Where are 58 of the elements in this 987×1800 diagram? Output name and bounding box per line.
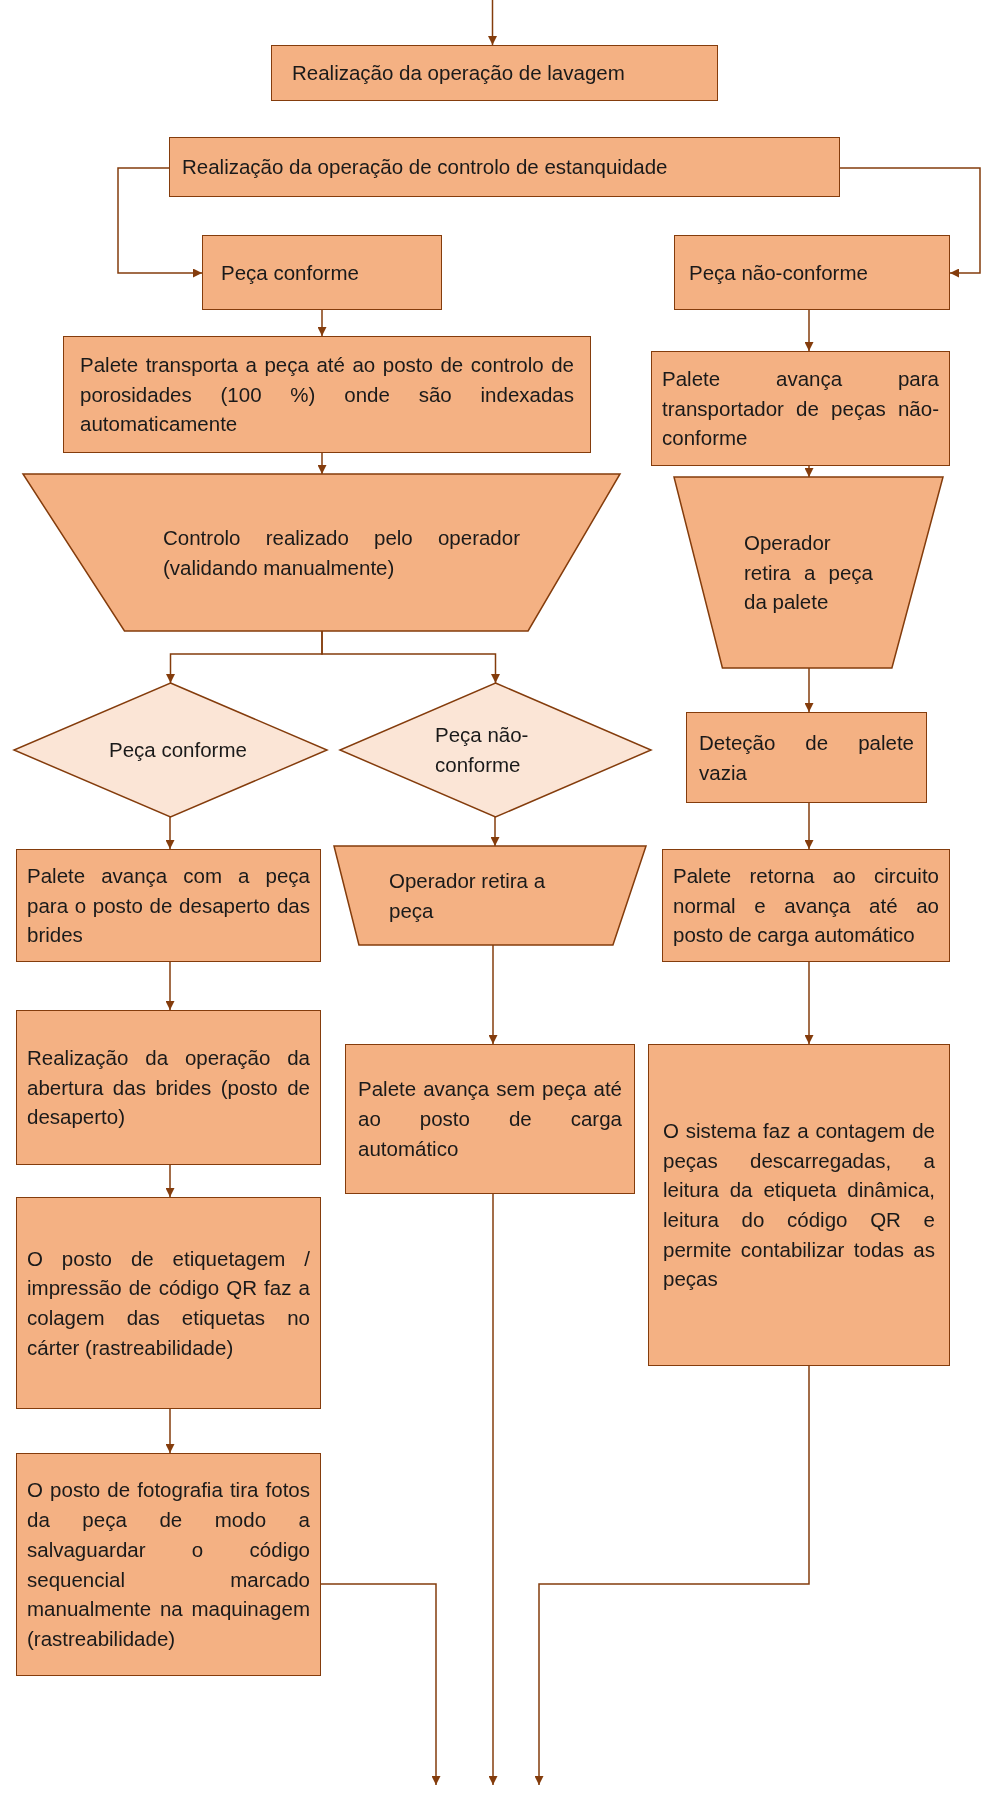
step-text: Operador retira a peça da palete — [744, 529, 873, 616]
step-text: Palete retorna ao circuito normal e avança até ao posto de carga automático — [673, 862, 939, 949]
step-text: Peça não-conforme — [435, 722, 530, 778]
process-box — [16, 849, 321, 962]
arrow — [165, 816, 175, 850]
process-box — [16, 1453, 321, 1676]
arrow — [117, 167, 203, 278]
arrow — [317, 452, 327, 475]
process-box — [63, 336, 591, 453]
step-text: Controlo realizado pelo operador (validando manualmente) — [163, 524, 520, 581]
step-text: Realização da operação de controlo de estanquidade — [182, 154, 669, 181]
arrow — [165, 961, 175, 1011]
decision-diamond — [14, 683, 327, 817]
arrow — [534, 1365, 810, 1786]
step-text: Palete transporta a peça até ao posto de controlo de porosidades (100 %) onde são indexadas automaticamente — [80, 351, 574, 438]
process-box — [674, 235, 950, 310]
arrow — [488, 1193, 498, 1786]
manual-operation-shape — [334, 846, 646, 945]
step-text: O posto de fotografia tira fotos da peça de modo a salvaguardar o código sequencial marcado manualmente na maquinagem (rastreabilidade) — [27, 1477, 310, 1652]
step-text: Realização da operação de lavagem — [292, 60, 626, 87]
process-box — [648, 1044, 950, 1366]
decision-diamond — [340, 683, 651, 817]
arrow — [321, 630, 500, 684]
step-text: Peça conforme — [109, 737, 248, 764]
step-text: Operador retira a peça — [389, 867, 547, 924]
arrow — [320, 1583, 441, 1786]
process-box — [271, 45, 718, 101]
arrow — [488, 0, 497, 46]
arrow — [165, 1164, 175, 1198]
step-text: Peça não-conforme — [689, 259, 869, 286]
arrow — [488, 944, 498, 1045]
arrow — [804, 309, 814, 352]
arrow — [804, 465, 814, 478]
process-box — [16, 1010, 321, 1165]
arrow — [804, 961, 814, 1045]
process-box — [169, 137, 840, 197]
step-text: Realização da operação da abertura das brides (posto de desaperto) — [27, 1044, 310, 1131]
step-text: Peça conforme — [221, 259, 360, 286]
arrow — [839, 167, 981, 278]
step-text: Palete avança com a peça para o posto de desaperto das brides — [27, 862, 310, 949]
arrow — [165, 1408, 175, 1454]
process-box — [686, 712, 927, 803]
arrow — [804, 667, 814, 713]
process-box — [651, 351, 950, 466]
process-box — [202, 235, 442, 310]
step-text: O posto de etiquetagem / impressão de código QR faz a colagem das etiquetas no cárter (rastreabilidade) — [27, 1245, 310, 1361]
step-text: O sistema faz a contagem de peças descarregadas, a leitura da etiqueta dinâmica, leitura do código QR e permite contabilizar todas as peças — [663, 1117, 935, 1293]
step-text: Palete avança para transportador de peças não-conforme — [662, 365, 939, 452]
process-box — [16, 1197, 321, 1409]
arrow — [317, 309, 327, 337]
manual-operation-shape — [23, 474, 620, 631]
step-text: Palete avança sem peça até ao posto de carga automático — [358, 1076, 622, 1162]
step-text: Deteção de palete vazia — [699, 729, 914, 786]
arrow — [490, 816, 500, 847]
process-box — [345, 1044, 635, 1194]
arrow — [804, 802, 814, 850]
manual-operation-shape — [674, 477, 943, 668]
process-box — [662, 849, 950, 962]
